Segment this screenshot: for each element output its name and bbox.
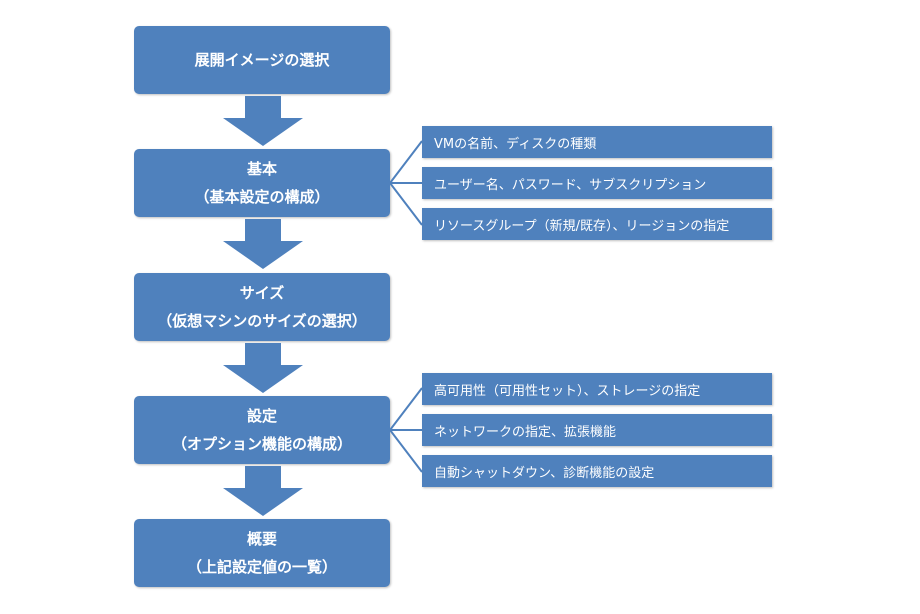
detail-text: 高可用性（可用性セット）、ストレージの指定 — [434, 383, 701, 399]
step-basics-subtitle: （基本設定の構成） — [194, 188, 330, 206]
step-basics-title: 基本 — [246, 160, 277, 178]
detail-text: リソースグループ（新規/既存）、リージョンの指定 — [434, 218, 730, 234]
detail-text: 自動シャットダウン、診断機能の設定 — [434, 465, 655, 481]
detail-settings-network: ネットワークの指定、拡張機能 — [422, 414, 772, 446]
step-size-title: サイズ — [239, 284, 285, 302]
detail-basics-vm-name: VMの名前、ディスクの種類 — [422, 126, 772, 158]
down-arrow-icon — [223, 466, 303, 516]
detail-basics-resource-group: リソースグループ（新規/既存）、リージョンの指定 — [422, 208, 772, 240]
detail-settings-shutdown: 自動シャットダウン、診断機能の設定 — [422, 455, 772, 487]
detail-text: ユーザー名、パスワード、サブスクリプション — [434, 177, 707, 193]
step-summary: 概要 （上記設定値の一覧） — [134, 519, 390, 587]
detail-text: ネットワークの指定、拡張機能 — [434, 424, 617, 440]
step-basics: 基本 （基本設定の構成） — [134, 149, 390, 217]
detail-basics-user: ユーザー名、パスワード、サブスクリプション — [422, 167, 772, 199]
connector-basics — [388, 140, 423, 226]
step-summary-title: 概要 — [246, 530, 277, 548]
step-select-image: 展開イメージの選択 — [134, 26, 390, 94]
detail-settings-availability: 高可用性（可用性セット）、ストレージの指定 — [422, 373, 772, 405]
down-arrow-icon — [223, 96, 303, 146]
step-select-image-label: 展開イメージの選択 — [194, 51, 330, 69]
step-settings-subtitle: （オプション機能の構成） — [171, 435, 352, 453]
step-settings-title: 設定 — [246, 407, 277, 425]
detail-text: VMの名前、ディスクの種類 — [434, 136, 597, 152]
step-size-subtitle: （仮想マシンのサイズの選択） — [157, 312, 367, 330]
step-size: サイズ （仮想マシンのサイズの選択） — [134, 273, 390, 341]
step-settings: 設定 （オプション機能の構成） — [134, 396, 390, 464]
down-arrow-icon — [223, 343, 303, 393]
step-summary-subtitle: （上記設定値の一覧） — [186, 558, 337, 576]
connector-settings — [388, 387, 423, 473]
down-arrow-icon — [223, 219, 303, 269]
